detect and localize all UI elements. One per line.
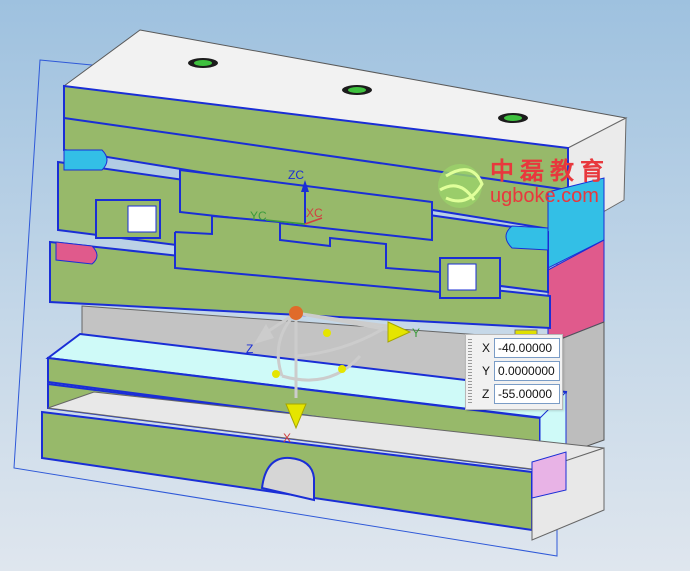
coord-x-label: X — [482, 341, 491, 355]
wcs-yc-label: YC — [250, 209, 267, 223]
wcs-xc-label: XC — [306, 206, 323, 220]
guide-pin-pink — [55, 241, 98, 265]
coord-y-input[interactable] — [494, 361, 560, 381]
coordinate-input-panel: X Y Z — [465, 334, 563, 410]
guide-pin-cyan — [63, 149, 108, 171]
rotate-handle[interactable] — [323, 329, 331, 337]
coord-z-label: Z — [482, 387, 490, 401]
coord-y-label: Y — [482, 364, 491, 378]
origin-handle[interactable] — [289, 306, 303, 320]
guide-pin-cyan — [505, 225, 549, 251]
z-axis-arrow[interactable] — [254, 324, 274, 344]
watermark-text: 中磊教育 ugboke.com — [490, 156, 630, 208]
coord-x-input[interactable] — [494, 338, 560, 358]
watermark-chinese: 中磊教育 — [490, 156, 610, 185]
coord-row-z: Z — [478, 384, 562, 406]
bolt-hole — [498, 113, 528, 123]
watermark-url: ugboke.com — [490, 185, 599, 207]
x-axis-arrow[interactable] — [285, 403, 307, 430]
watermark-logo — [438, 164, 484, 208]
coord-z-input[interactable] — [494, 384, 560, 404]
panel-drag-grip[interactable] — [468, 339, 472, 405]
wcs-zc-label: ZC — [288, 168, 304, 182]
coord-row-x: X — [478, 338, 562, 360]
ejector-slot — [260, 456, 315, 502]
manip-x-label: X — [283, 431, 292, 445]
bolt-hole — [188, 58, 218, 68]
move-handle-manipulator[interactable] — [254, 306, 412, 430]
manip-y-label: Y — [412, 326, 421, 340]
rotate-handle[interactable] — [338, 365, 346, 373]
manip-z-label: Z — [246, 342, 254, 356]
coord-row-y: Y — [478, 361, 562, 383]
bolt-hole — [342, 85, 372, 95]
rotate-handle[interactable] — [272, 370, 280, 378]
y-axis-arrow[interactable] — [387, 321, 412, 343]
wcs-triad — [265, 180, 323, 225]
